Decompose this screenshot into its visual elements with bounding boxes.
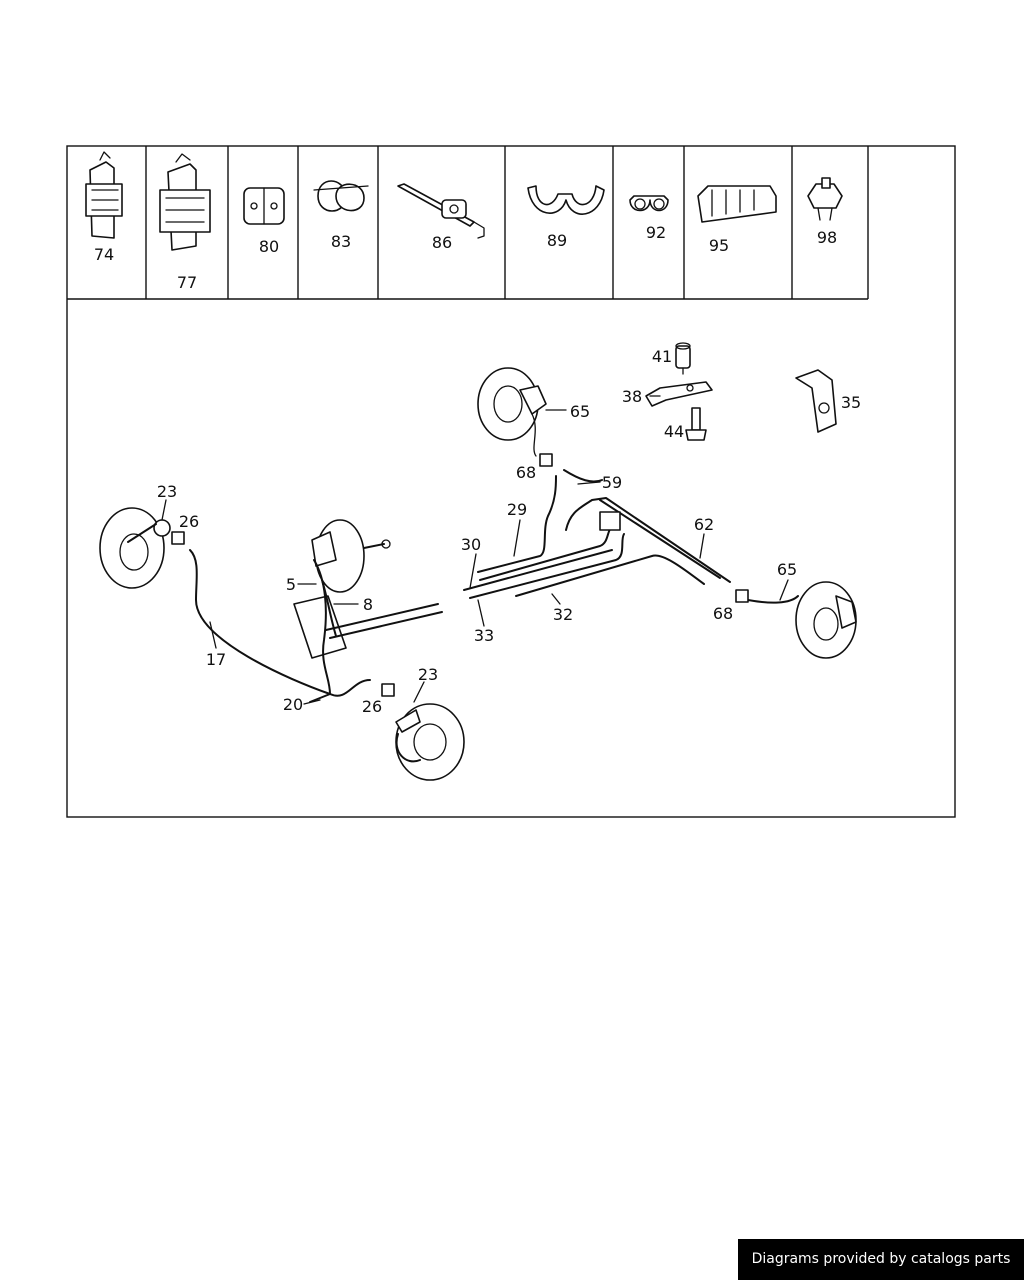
part-label: 83	[331, 232, 351, 251]
leader-lines	[161, 395, 789, 705]
part-label: 77	[177, 273, 197, 292]
callout-label: 44	[664, 422, 684, 441]
part-41-nut-drawing	[675, 342, 691, 375]
part-label: 95	[709, 236, 729, 255]
callout-label: 17	[206, 650, 226, 669]
brake-lines	[171, 413, 799, 703]
brake-disc-lower-right	[795, 581, 857, 659]
brake-disc-front-left	[99, 507, 171, 589]
part-80-grommet-drawing	[243, 187, 285, 225]
callout-label: 35	[841, 393, 861, 412]
part-86-bracket-strip-drawing	[397, 183, 485, 239]
footer-credit: Diagrams provided by catalogs parts	[738, 1239, 1024, 1280]
callout-label: 20	[283, 695, 303, 714]
callout-label: 23	[157, 482, 177, 501]
callout-label: 30	[461, 535, 481, 554]
callout-label: 29	[507, 500, 527, 519]
brake-disc-front-right	[395, 703, 465, 781]
brake-booster-master-cylinder	[293, 519, 391, 659]
part-38-bracket-drawing	[645, 381, 713, 407]
part-label: 80	[259, 237, 279, 256]
part-89-clamp-drawing	[527, 185, 605, 215]
callout-label: 26	[362, 697, 382, 716]
part-74-clip-drawing	[85, 151, 123, 239]
part-label: 86	[432, 233, 452, 252]
callout-label: 33	[474, 626, 494, 645]
callout-label: 5	[286, 575, 296, 594]
callout-label: 26	[179, 512, 199, 531]
part-44-bolt-drawing	[685, 407, 707, 441]
callout-label: 59	[602, 473, 622, 492]
callout-label: 23	[418, 665, 438, 684]
callout-label: 65	[570, 402, 590, 421]
part-label: 89	[547, 231, 567, 250]
callout-label: 62	[694, 515, 714, 534]
callout-label: 65	[777, 560, 797, 579]
part-35-bracket-drawing	[795, 369, 837, 433]
callout-label: 38	[622, 387, 642, 406]
callout-label: 8	[363, 595, 373, 614]
part-label: 98	[817, 228, 837, 247]
part-92-clip-drawing	[629, 195, 669, 212]
parts-header-grid	[67, 146, 869, 300]
callout-label: 68	[516, 463, 536, 482]
callout-label: 68	[713, 604, 733, 623]
part-98-clip-drawing	[807, 177, 843, 221]
callout-label: 41	[652, 347, 672, 366]
callout-label: 32	[553, 605, 573, 624]
diagram-frame	[66, 145, 956, 818]
part-95-multi-clip-drawing	[697, 185, 777, 223]
part-77-clip-drawing	[159, 153, 211, 251]
part-label: 74	[94, 245, 114, 264]
brake-disc-upper-rear	[477, 367, 547, 441]
part-83-clamp-drawing	[313, 180, 369, 212]
part-label: 92	[646, 223, 666, 242]
